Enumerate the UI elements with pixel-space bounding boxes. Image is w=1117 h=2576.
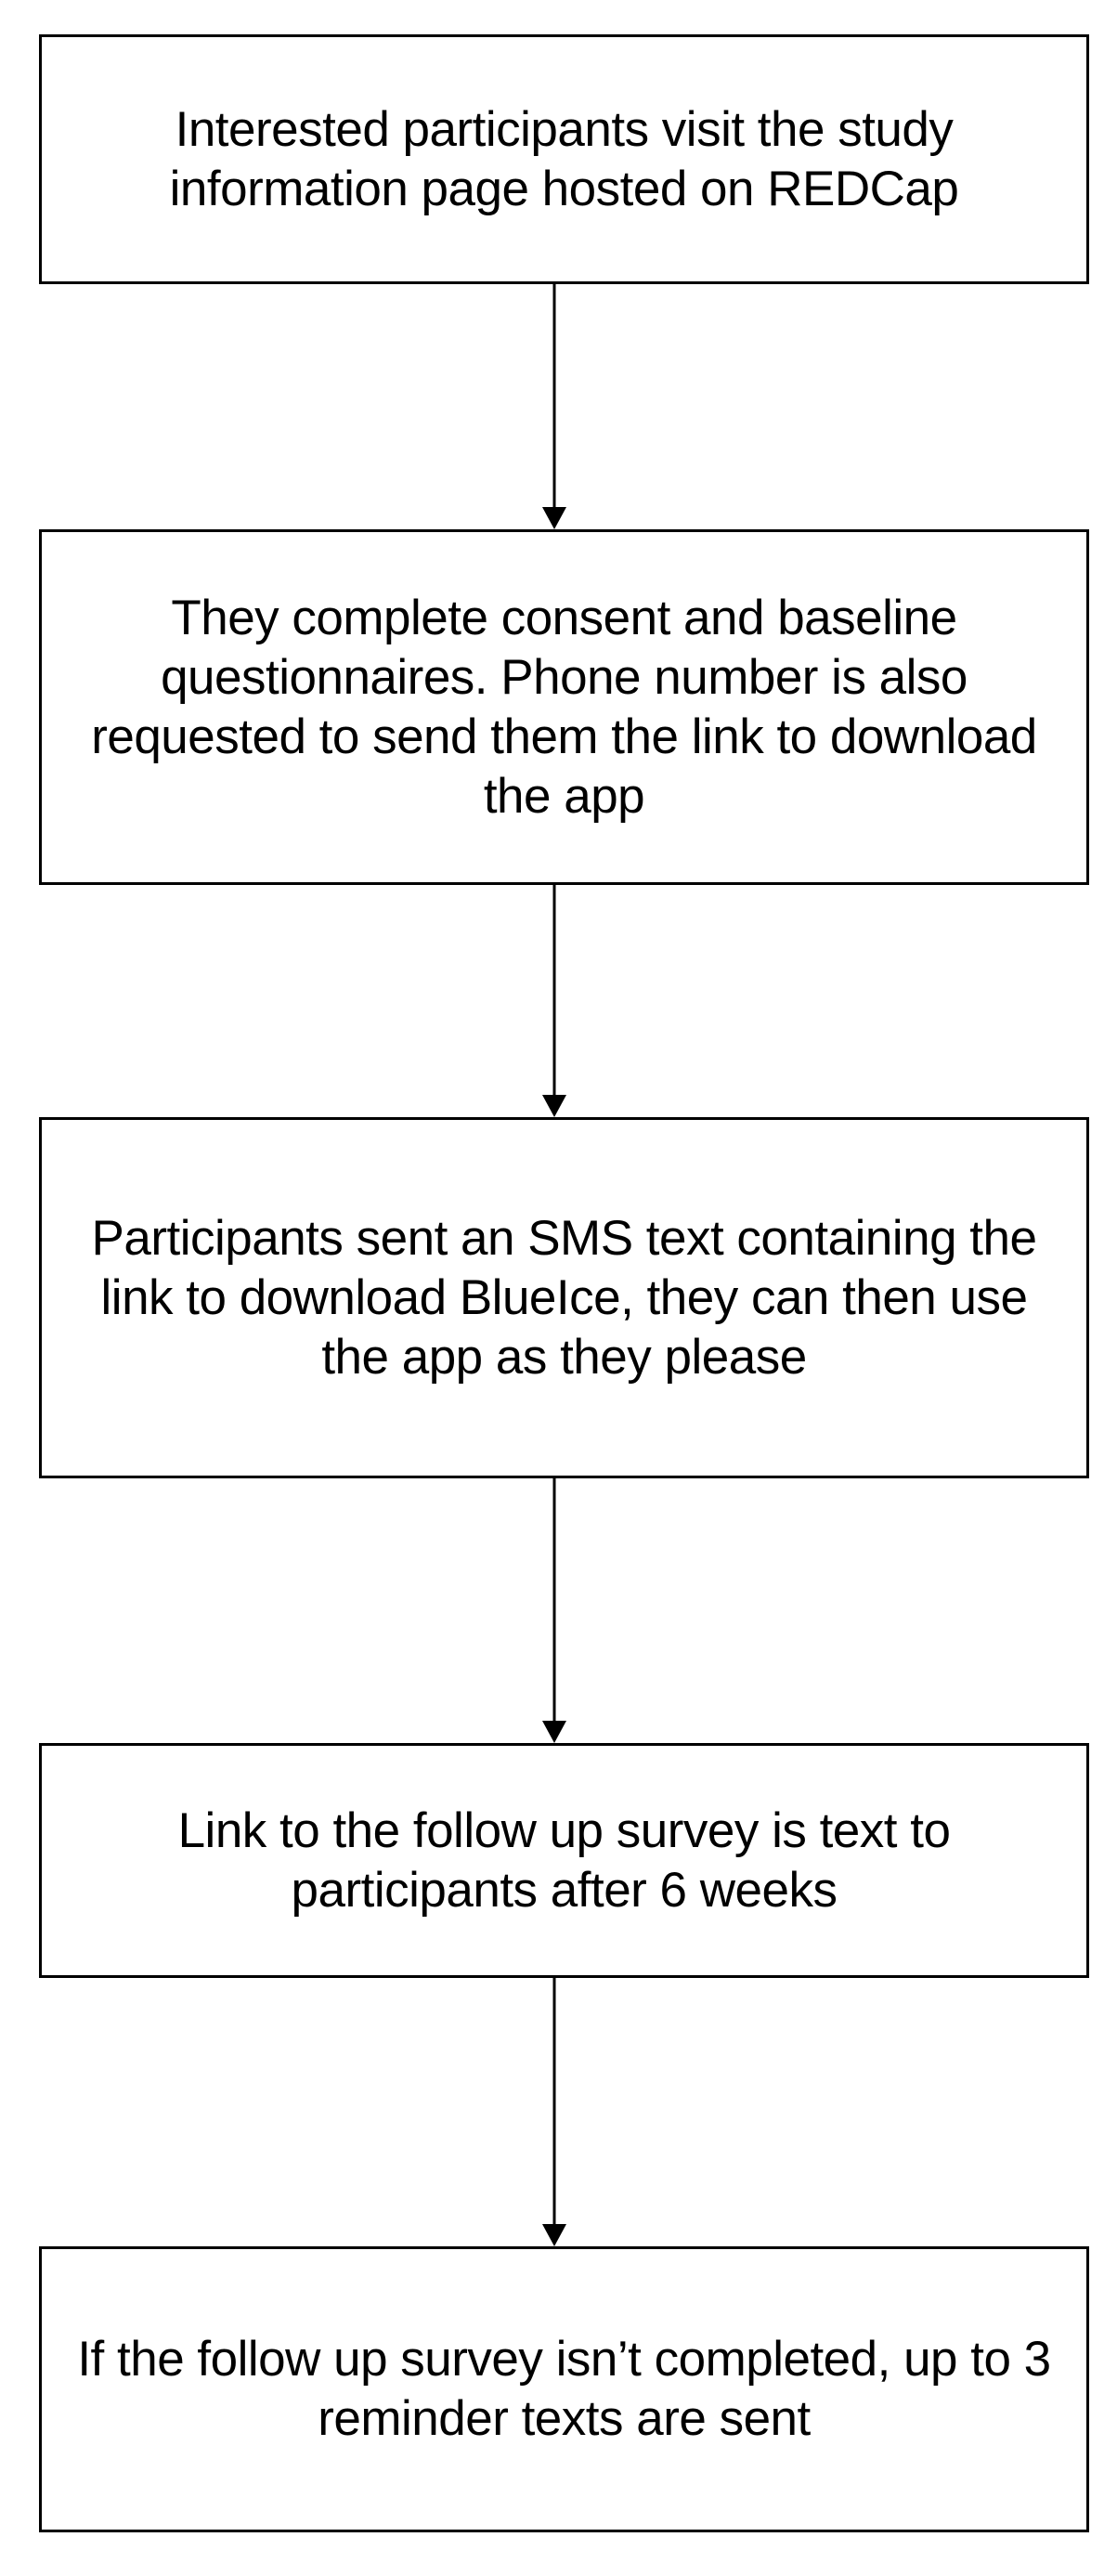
step-1-text: Interested participants visit the study … <box>169 101 959 216</box>
arrow-3-to-4 <box>542 1478 566 1743</box>
arrow-2-to-3 <box>542 876 566 1117</box>
step-5-reminder-texts: If the follow up survey isn’t completed,… <box>39 2246 1089 2532</box>
arrow-1-to-2 <box>542 284 566 529</box>
step-2-consent-and-questionnaires: They complete consent and baseline quest… <box>39 529 1089 885</box>
step-2-text: They complete consent and baseline quest… <box>91 590 1037 824</box>
step-4-text: Link to the follow up survey is text to … <box>177 1802 951 1918</box>
step-3-sms-download-link: Participants sent an SMS text containing… <box>39 1117 1089 1478</box>
step-1-visit-info-page: Interested participants visit the study … <box>39 34 1089 284</box>
step-5-text: If the follow up survey isn’t completed,… <box>77 2332 1051 2446</box>
step-4-follow-up-survey-link: Link to the follow up survey is text to … <box>39 1743 1089 1978</box>
step-3-text: Participants sent an SMS text containing… <box>91 1210 1037 1385</box>
arrow-4-to-5 <box>542 1978 566 2246</box>
